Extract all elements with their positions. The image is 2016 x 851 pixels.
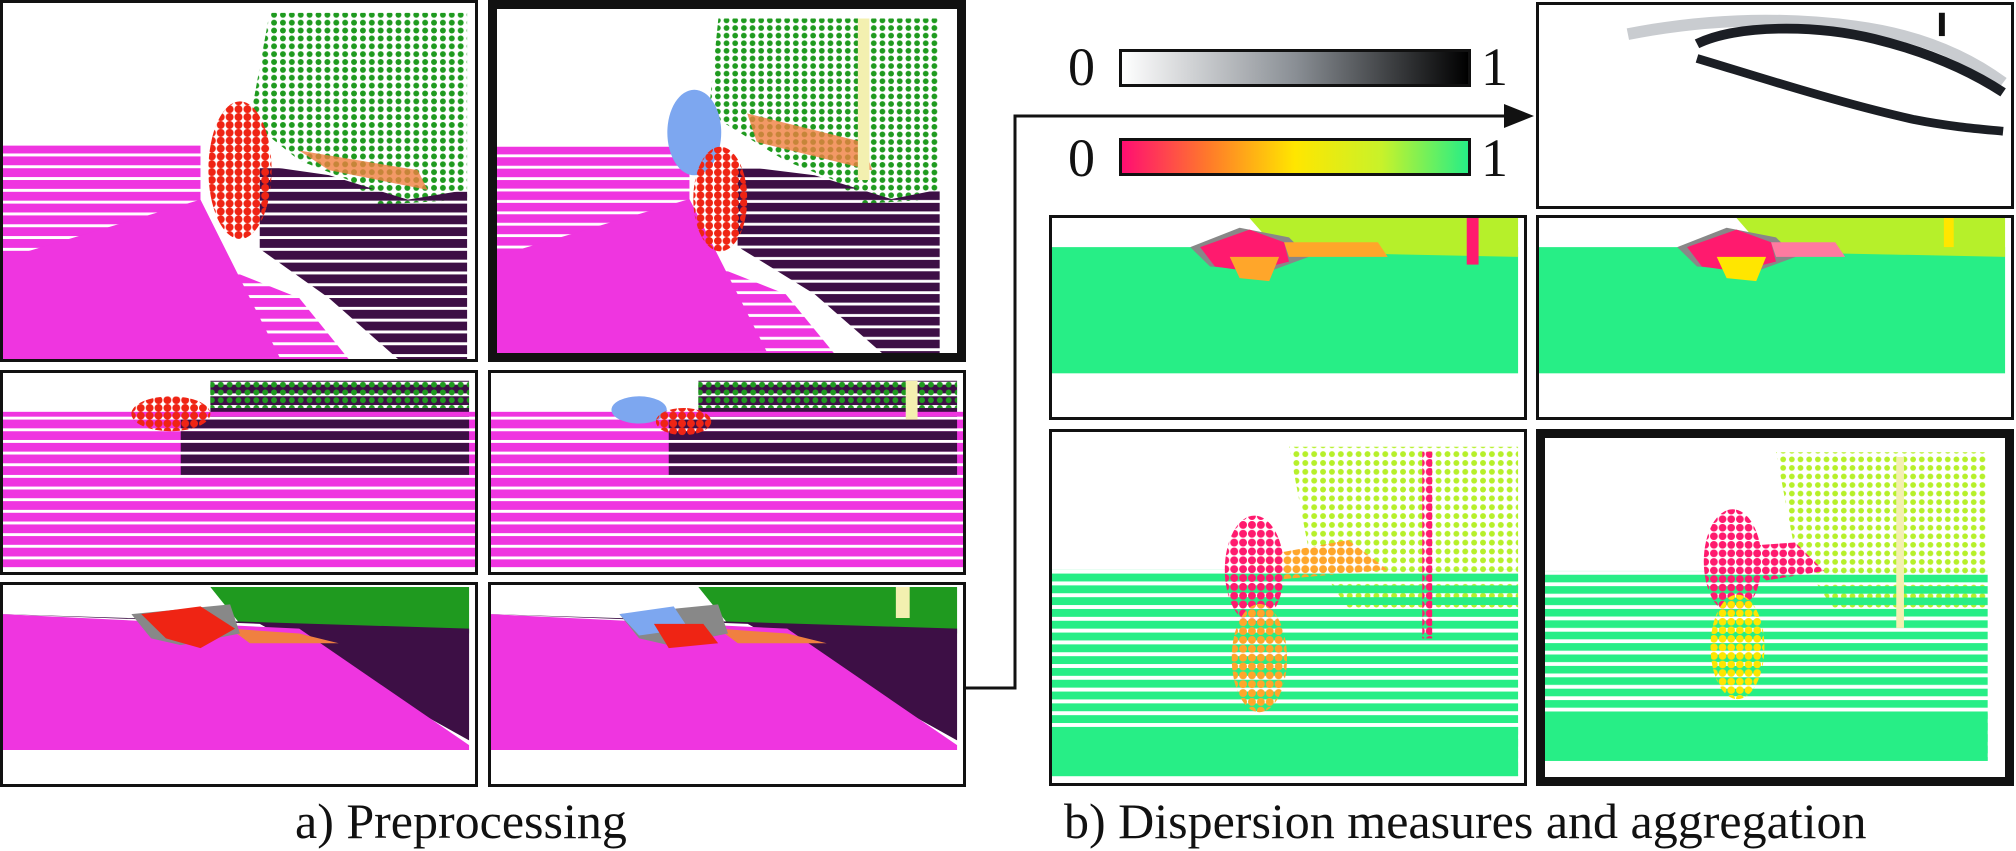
colorbar-min-label: 0: [1068, 37, 1095, 97]
aggregated-confidence-panel-selected: [1536, 429, 2014, 786]
confidence-colorbar: [1119, 138, 1471, 176]
range-image-panel-view-1: [0, 370, 478, 575]
colorbar-min-label: 0: [1068, 128, 1095, 188]
dense-image-panel-view-2: [488, 582, 966, 787]
range-image-panel-view-2: [488, 370, 966, 575]
confidence-image-panel-2: [1536, 215, 2014, 420]
pointcloud-panel-view-2-selected: [488, 0, 966, 362]
confidence-pointcloud-panel-1: [1049, 429, 1527, 786]
colorbar-max-label: 1: [1481, 128, 1508, 188]
dispersion-map-panel: [1536, 2, 2014, 209]
grayscale-colorbar: [1119, 49, 1471, 87]
pointcloud-panel-view-1: [0, 0, 478, 362]
caption-dispersion-aggregation: b) Dispersion measures and aggregation: [1064, 793, 1867, 849]
colorbar-max-label: 1: [1481, 37, 1508, 97]
confidence-image-panel-1: [1049, 215, 1527, 420]
dense-image-panel-view-1: [0, 582, 478, 787]
caption-preprocessing: a) Preprocessing: [295, 793, 627, 849]
